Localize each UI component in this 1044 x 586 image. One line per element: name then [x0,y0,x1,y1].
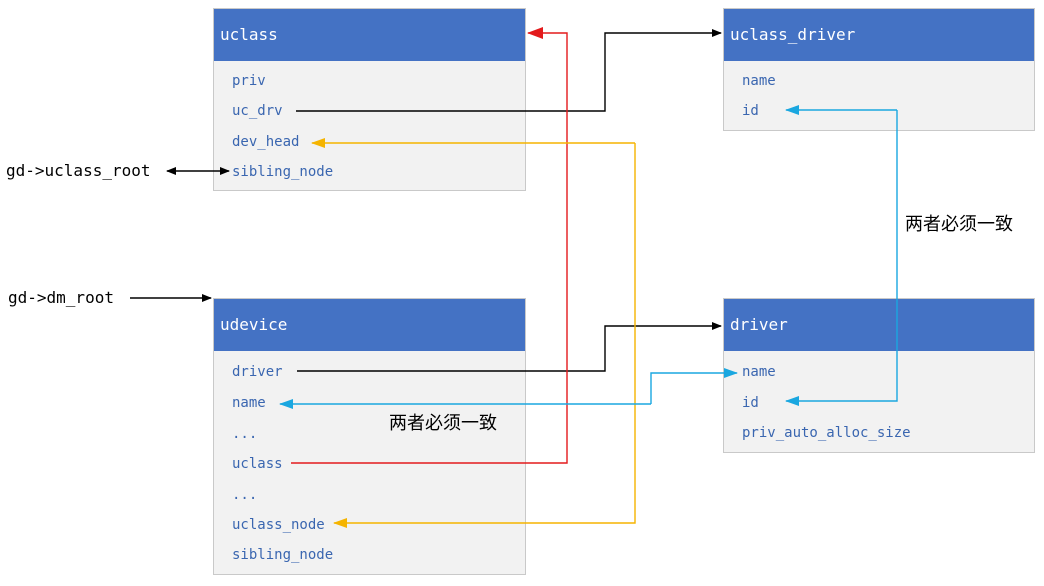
uclass-field-dev-head: dev_head [232,134,300,150]
arrow-driver-field-to-driver [297,322,722,372]
udevice-box: udevice driver name ... uclass ... uclas… [213,298,526,575]
arrow-uc-drv-to-uclass-driver [296,29,722,112]
uclass-box: uclass priv uc_drv dev_head sibling_node [213,8,526,191]
uclass-driver-field-id: id [742,103,759,119]
arrow-uclass-field-to-uclass [291,27,568,464]
driver-title: driver [724,299,1034,351]
driver-field-name: name [742,364,776,380]
uclass-root-label: gd->uclass_root [6,161,151,180]
must-match-note-right: 两者必须一致 [905,214,1013,235]
uclass-driver-field-name: name [742,73,776,89]
dm-root-label: gd->dm_root [8,288,114,307]
uclass-field-priv: priv [232,73,266,89]
udevice-field-name: name [232,395,266,411]
udevice-title: udevice [214,299,525,351]
udevice-field-ellipsis-1: ... [232,426,258,442]
udevice-field-uclass-node: uclass_node [232,517,325,533]
driver-field-priv-auto-alloc-size: priv_auto_alloc_size [742,425,911,441]
arrow-name-link [650,368,738,404]
udevice-field-uclass: uclass [232,456,283,472]
uclass-title: uclass [214,9,525,61]
driver-field-id: id [742,395,759,411]
uclass-driver-title: uclass_driver [724,9,1034,61]
uclass-field-sibling-node: sibling_node [232,164,334,180]
udevice-field-sibling-node: sibling_node [232,547,334,563]
uclass-field-uc-drv: uc_drv [232,103,283,119]
udevice-field-ellipsis-2: ... [232,487,258,503]
arrow-uclass-node-dev-head [333,143,636,528]
udevice-field-driver: driver [232,364,283,380]
driver-box: driver name id priv_auto_alloc_size [723,298,1035,453]
must-match-note-center: 两者必须一致 [389,413,497,434]
arrow-id-link [785,110,898,406]
